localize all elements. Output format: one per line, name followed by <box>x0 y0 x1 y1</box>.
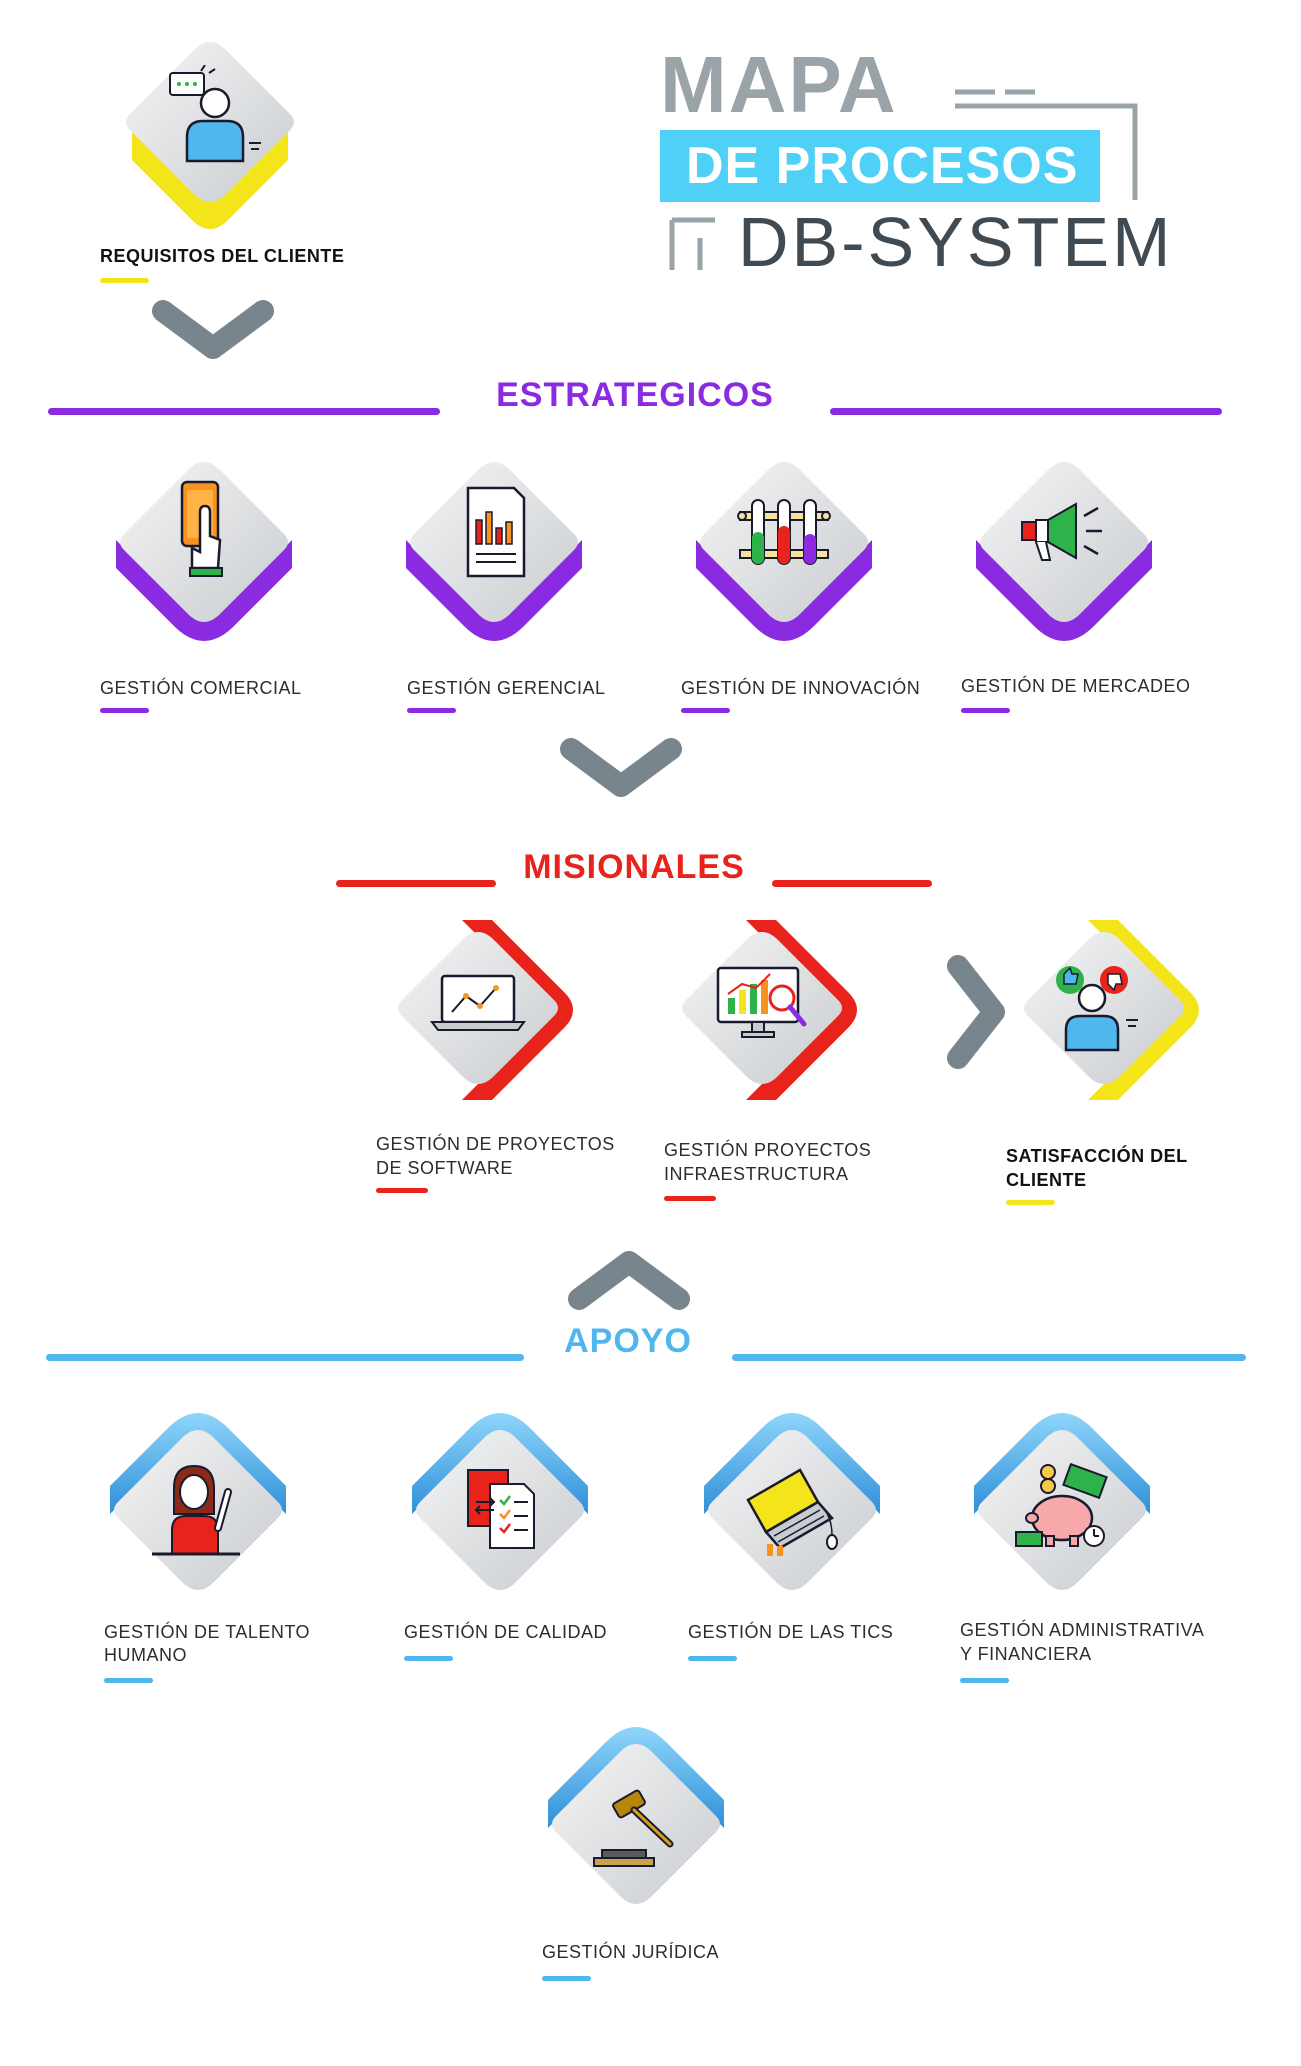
strategic-underline-1 <box>407 708 456 713</box>
support-title: APOYO <box>564 1322 692 1360</box>
support-line-left <box>46 1354 524 1361</box>
touch-phone-icon <box>180 480 223 577</box>
support-underline-3 <box>960 1678 1009 1683</box>
support-underline-1 <box>404 1656 453 1661</box>
support-label-3-line2: Y FINANCIERA <box>960 1644 1092 1664</box>
strategic-underline-0 <box>100 708 149 713</box>
documents-checklist-icon <box>467 1469 535 1549</box>
chevron-down-icon <box>560 738 682 797</box>
customer-chat-icon <box>169 65 261 163</box>
title-block: MAPA DE PROCESOS DB-SYSTEM <box>660 40 1180 280</box>
missional-underline-0 <box>376 1188 428 1193</box>
test-tubes-icon <box>737 499 831 565</box>
strategic-title: ESTRATEGICOS <box>496 376 774 414</box>
strategic-line-left <box>48 408 440 415</box>
support-tile-juridica[interactable] <box>546 1716 726 1906</box>
missional-label-1-line2: INFRAESTRUCTURA <box>664 1164 849 1184</box>
strategic-label-3: GESTIÓN DE MERCADEO <box>961 676 1191 696</box>
support-tile-calidad[interactable] <box>410 1402 590 1592</box>
strategic-label-2: GESTIÓN DE INNOVACIÓN <box>681 678 921 698</box>
chevron-up-icon <box>568 1251 690 1310</box>
satisfaction-label-line1: SATISFACCIÓN DEL <box>1006 1146 1188 1166</box>
monitor-analytics-icon <box>716 966 807 1038</box>
chevron-down-icon <box>152 300 274 359</box>
missional-underline-1 <box>664 1196 716 1201</box>
requirements-label: REQUISITOS DEL CLIENTE <box>100 246 345 266</box>
support-line-right <box>732 1354 1246 1361</box>
title-frame <box>669 89 1138 270</box>
missional-label-0-line2: DE SOFTWARE <box>376 1158 513 1178</box>
laptop-graph-icon <box>430 974 526 1031</box>
missional-label-1-line1: GESTIÓN PROYECTOS <box>664 1140 872 1160</box>
satisfaction-label-line2: CLIENTE <box>1006 1170 1087 1190</box>
missional-title: MISIONALES <box>523 848 745 886</box>
person-raising-hand-icon <box>152 1464 240 1556</box>
support-label-0-line2: HUMANO <box>104 1645 187 1665</box>
support-underline-4 <box>542 1976 591 1981</box>
title-dbsystem: DB-SYSTEM <box>738 203 1174 281</box>
missional-tile-infra[interactable] <box>676 920 876 1110</box>
strategic-underline-2 <box>681 708 730 713</box>
satisfaction-tile[interactable] <box>1018 920 1218 1110</box>
strategic-line-right <box>830 408 1222 415</box>
gavel-icon <box>593 1789 674 1867</box>
requirements-tile[interactable] <box>120 40 300 230</box>
support-label-1: GESTIÓN DE CALIDAD <box>404 1622 608 1642</box>
support-label-4: GESTIÓN JURÍDICA <box>542 1942 720 1962</box>
laptop-keyboard-icon <box>746 1468 838 1556</box>
support-label-2: GESTIÓN DE LAS TICS <box>688 1622 894 1642</box>
strategic-label-0: GESTIÓN COMERCIAL <box>100 678 302 698</box>
support-underline-2 <box>688 1656 737 1661</box>
support-underline-0 <box>104 1678 153 1683</box>
missional-label-0-line1: GESTIÓN DE PROYECTOS <box>376 1134 615 1154</box>
support-label-0-line1: GESTIÓN DE TALENTO <box>104 1622 311 1642</box>
requirements-underline <box>100 278 149 283</box>
megaphone-icon <box>1021 502 1102 561</box>
title-mapa: MAPA <box>660 40 898 129</box>
strategic-tile-mercadeo[interactable] <box>974 460 1154 650</box>
missional-line-left <box>336 880 496 887</box>
title-procesos: DE PROCESOS <box>686 137 1079 195</box>
piggy-bank-icon <box>1015 1462 1108 1547</box>
missional-tile-software[interactable] <box>392 920 592 1110</box>
title-band <box>660 130 1100 202</box>
strategic-label-1: GESTIÓN GERENCIAL <box>407 678 606 698</box>
satisfaction-underline <box>1006 1200 1055 1205</box>
strategic-tile-gerencial[interactable] <box>404 460 584 650</box>
support-tile-admin[interactable] <box>972 1402 1152 1592</box>
strategic-tile-innovacion[interactable] <box>694 460 874 650</box>
support-label-3-line1: GESTIÓN ADMINISTRATIVA <box>960 1620 1205 1640</box>
strategic-underline-3 <box>961 708 1010 713</box>
chevron-right-icon <box>947 955 1005 1069</box>
strategic-tile-comercial[interactable] <box>114 460 294 650</box>
report-chart-icon <box>466 486 526 578</box>
missional-line-right <box>772 880 932 887</box>
support-tile-talento[interactable] <box>108 1402 288 1592</box>
customer-feedback-icon <box>1056 966 1138 1052</box>
support-tile-tics[interactable] <box>702 1402 882 1592</box>
